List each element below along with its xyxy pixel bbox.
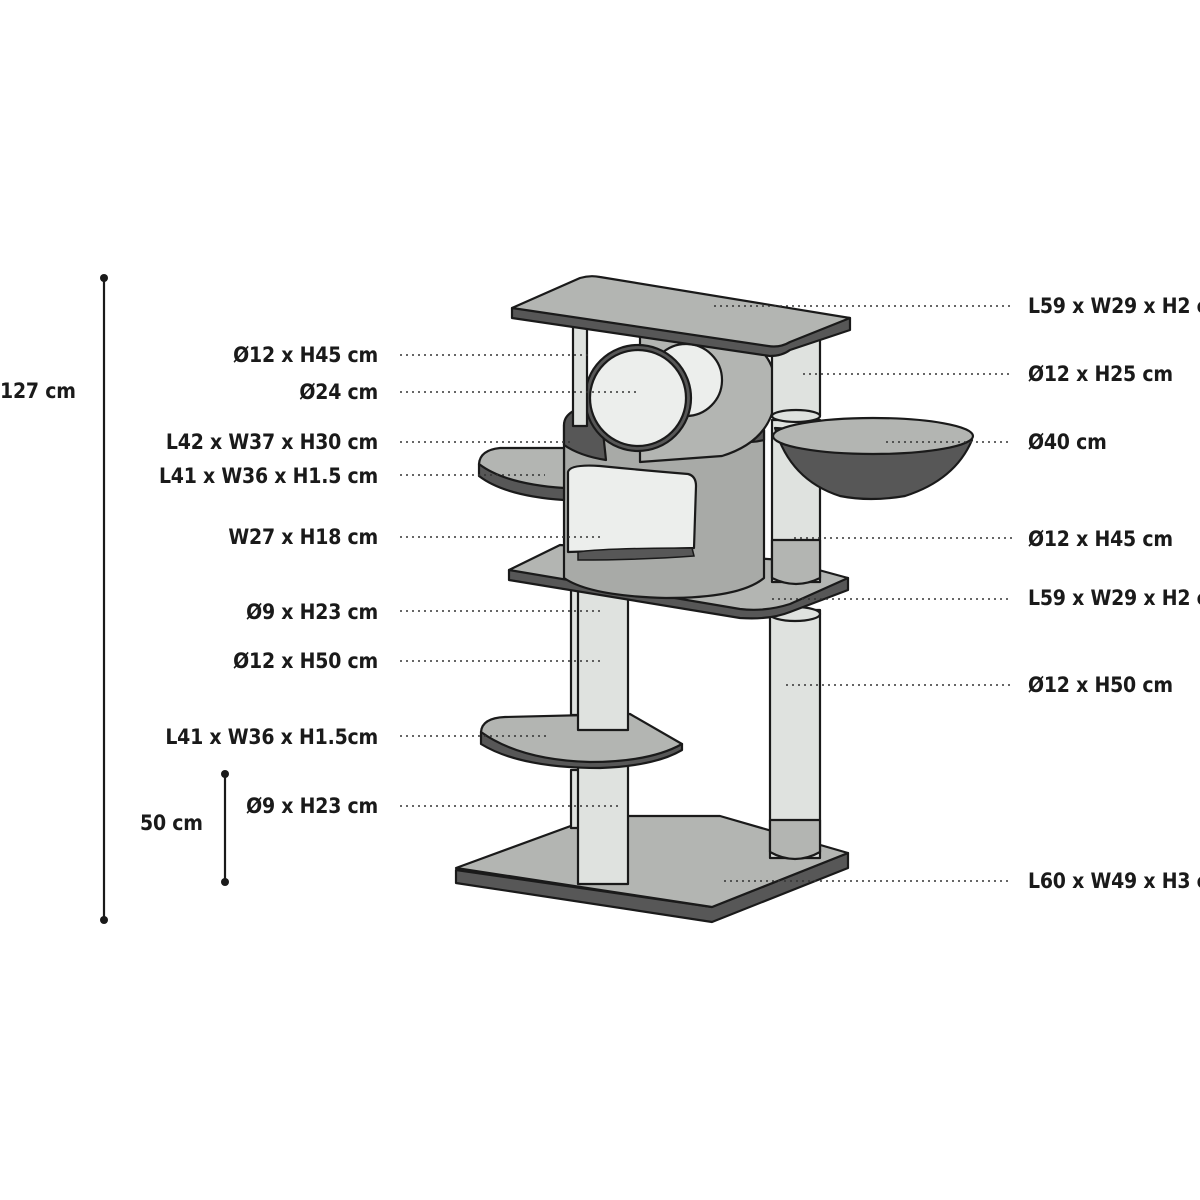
left-labels: Ø12 x H45 cm Ø24 cm L42 x W37 x H30 cm L… [159, 343, 378, 818]
label-left-mid-post: Ø12 x H50 cm [233, 649, 378, 673]
label-mid-short-post: Ø9 x H23 cm [246, 600, 378, 624]
hammock [771, 416, 975, 501]
label-base-short-post: Ø9 x H23 cm [246, 794, 378, 818]
overall-height-label: 127 cm [0, 379, 76, 403]
lower-height-label: 50 cm [140, 811, 203, 835]
label-right-top-post: Ø12 x H25 cm [1028, 362, 1173, 386]
label-base-plate: L60 x W49 x H3 cm [1028, 869, 1200, 893]
cat-tree-illustration [454, 275, 975, 924]
label-cave: L42 x W37 x H30 cm [166, 430, 378, 454]
label-middle-platform: L59 x W29 x H2 cm [1028, 586, 1200, 610]
label-left-top-post: Ø12 x H45 cm [233, 343, 378, 367]
overall-height-dimension: 127 cm [0, 274, 108, 924]
label-hammock: Ø40 cm [1028, 430, 1107, 454]
lower-step [479, 712, 684, 770]
right-labels: L59 x W29 x H2 cm Ø12 x H25 cm Ø40 cm Ø1… [1028, 294, 1200, 893]
base-short-post [576, 758, 630, 886]
label-top-platform: L59 x W29 x H2 cm [1028, 294, 1200, 318]
right-lower-post [768, 605, 822, 861]
lower-height-dimension: 50 cm [140, 770, 229, 886]
top-platform [510, 275, 852, 358]
label-right-lower-post: Ø12 x H50 cm [1028, 673, 1173, 697]
label-cave-opening: W27 x H18 cm [228, 525, 378, 549]
tunnel [583, 332, 778, 464]
leader-lines [400, 305, 1012, 882]
upper-step [477, 446, 566, 502]
left-top-post [571, 316, 589, 428]
left-mid-post [569, 583, 630, 732]
label-lower-step: L41 x W36 x H1.5cm [165, 725, 378, 749]
label-right-mid-post: Ø12 x H45 cm [1028, 527, 1173, 551]
label-tunnel: Ø24 cm [299, 380, 378, 404]
label-upper-step: L41 x W36 x H1.5 cm [159, 464, 378, 488]
